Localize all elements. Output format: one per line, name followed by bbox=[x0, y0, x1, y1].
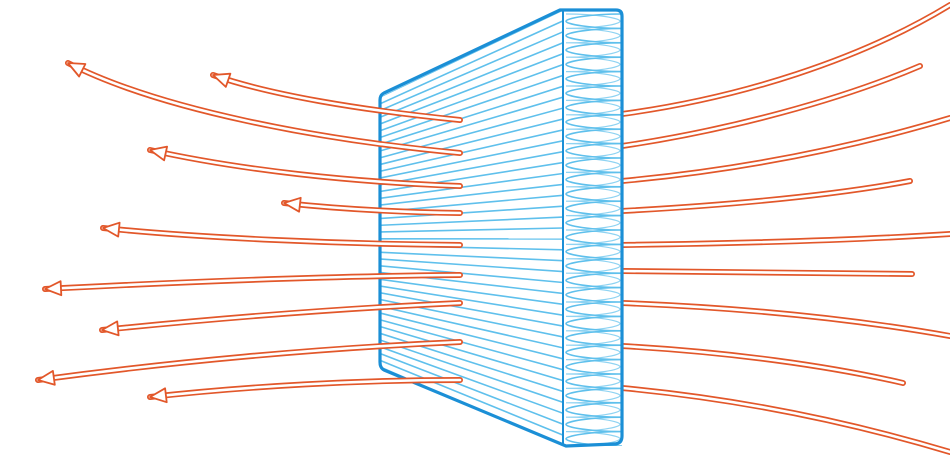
airflow-arrow-icon bbox=[99, 300, 463, 337]
airflow-arrow-icon bbox=[147, 145, 463, 189]
face-pleat-line bbox=[380, 41, 563, 119]
side-pleat-wave bbox=[565, 13, 621, 446]
face-pleat-line bbox=[380, 183, 563, 206]
face-pleat-line bbox=[380, 312, 563, 360]
face-pleat-line bbox=[380, 227, 563, 233]
arrowhead bbox=[67, 62, 87, 78]
arrowhead bbox=[102, 221, 121, 238]
airflow-arrow-icon bbox=[147, 377, 463, 404]
inflow-stream bbox=[619, 343, 906, 386]
face-pleat-line bbox=[380, 339, 563, 404]
airflow-arrow-icon bbox=[42, 272, 463, 297]
inflow-stream bbox=[619, 2, 950, 117]
airflow-arrow-icon bbox=[100, 221, 463, 248]
airflow-arrow-icon bbox=[35, 339, 463, 386]
face-pleat-line bbox=[380, 205, 563, 220]
face-pleat-line bbox=[380, 305, 563, 349]
face-pleat-line bbox=[380, 85, 563, 146]
face-pleat-line bbox=[380, 150, 563, 186]
face-pleat-line bbox=[380, 216, 563, 227]
face-pleat-line bbox=[380, 285, 563, 316]
face-pleat-line bbox=[380, 74, 563, 139]
face-pleat-line bbox=[380, 319, 563, 371]
airflow-arrow-icon bbox=[65, 60, 463, 156]
face-pleat-line bbox=[380, 352, 563, 425]
face-pleat-line bbox=[380, 251, 563, 262]
face-pleat-line bbox=[380, 258, 563, 273]
face-pleat-line bbox=[380, 265, 563, 284]
face-pleat-line bbox=[380, 325, 563, 382]
face-pleat-line bbox=[380, 346, 563, 415]
airflow-arrow-icon bbox=[210, 72, 463, 123]
face-pleat-line bbox=[380, 20, 563, 105]
inflow-stream bbox=[619, 115, 950, 184]
face-pleat-line bbox=[380, 172, 563, 200]
face-pleat-line bbox=[380, 292, 563, 327]
arrowhead bbox=[101, 320, 120, 337]
arrowhead bbox=[283, 196, 302, 213]
inflow-stream bbox=[619, 268, 915, 277]
arrowhead bbox=[149, 387, 168, 404]
face-pleat-line bbox=[380, 118, 563, 166]
arrowhead bbox=[44, 280, 63, 297]
face-pleat-line bbox=[380, 96, 563, 152]
filter-side-pleats bbox=[565, 13, 622, 446]
inflow-stream bbox=[619, 300, 950, 339]
face-pleat-line bbox=[380, 31, 563, 112]
face-pleat-line bbox=[380, 359, 563, 436]
inflow-stream bbox=[619, 63, 923, 149]
arrowhead bbox=[149, 145, 169, 162]
inflow-stream bbox=[619, 385, 950, 455]
face-pleat-line bbox=[380, 278, 563, 306]
face-pleat-line bbox=[380, 129, 563, 173]
arrowhead bbox=[37, 369, 56, 386]
face-pleat-line bbox=[380, 140, 563, 179]
arrowhead bbox=[212, 72, 232, 88]
inflow-stream bbox=[619, 178, 913, 214]
inflow-streams bbox=[619, 2, 950, 455]
outflow-arrows-front bbox=[35, 60, 463, 404]
inflow-stream bbox=[619, 231, 950, 248]
face-pleat-line bbox=[380, 63, 563, 132]
airflow-arrow-icon bbox=[281, 196, 463, 216]
filter-frame bbox=[378, 8, 624, 448]
